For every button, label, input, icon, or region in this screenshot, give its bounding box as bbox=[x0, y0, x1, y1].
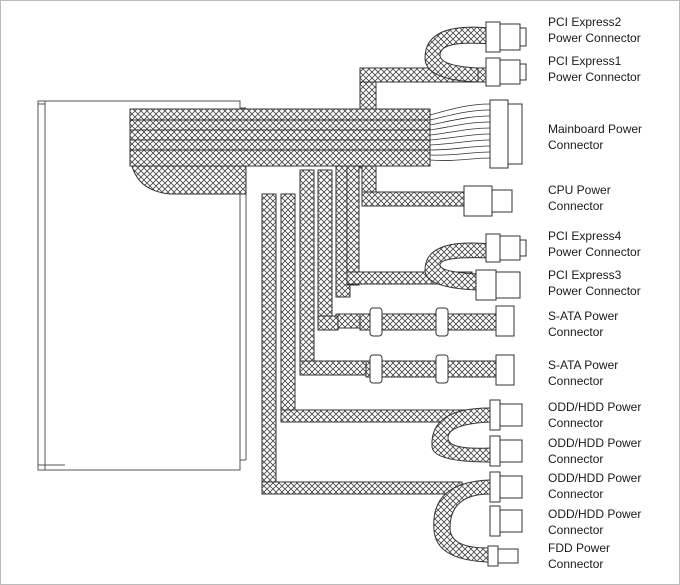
sata-cables bbox=[359, 313, 497, 378]
mainboard-wires bbox=[429, 103, 491, 161]
sata-joints bbox=[369, 305, 515, 386]
cable-trunk bbox=[129, 67, 431, 495]
pcie-loops bbox=[424, 26, 491, 563]
connector-plugs bbox=[463, 21, 527, 567]
